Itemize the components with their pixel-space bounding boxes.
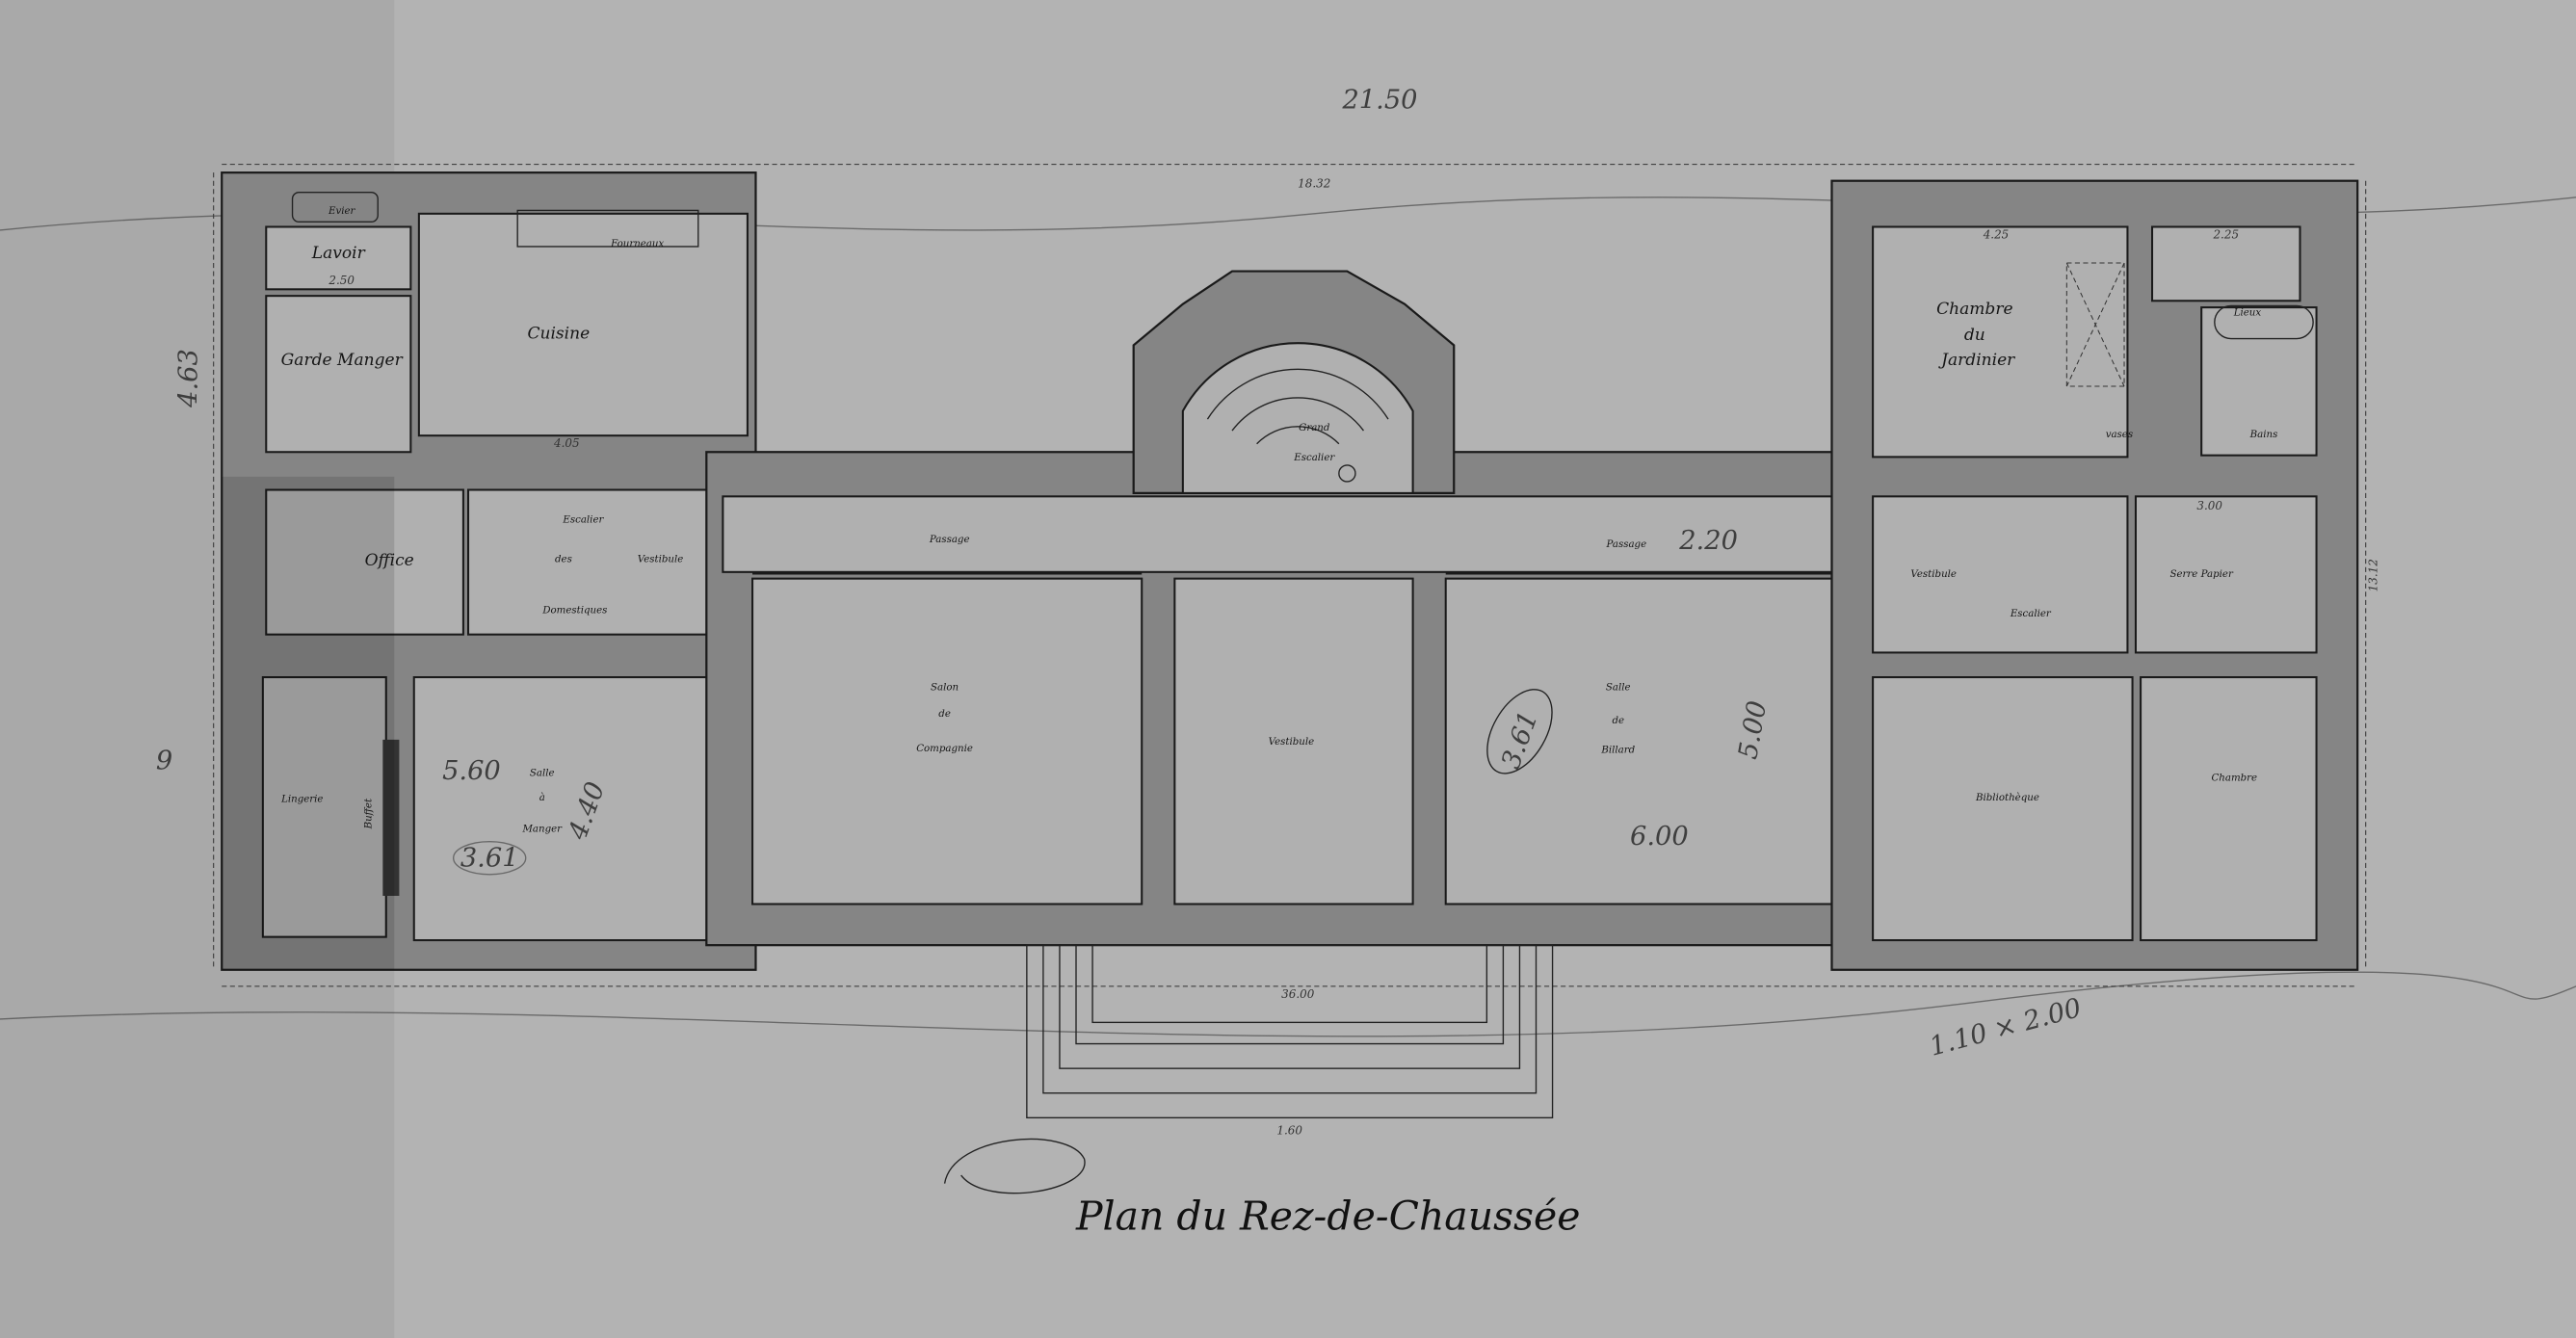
buffet-cabinet [382, 739, 400, 896]
label-bains: Bains [2249, 430, 2278, 440]
pencil-note-billard-width: 6.00 [1630, 822, 1689, 852]
label-vestibule-central: Vestibule [1269, 737, 1315, 748]
pencil-note-salle-width: 5.60 [442, 756, 501, 786]
pencil-note-passage: 2.20 [1678, 526, 1738, 556]
label-office: Office [365, 551, 414, 570]
label-billard-2: de [1612, 716, 1624, 726]
label-jardinier-1: Chambre [1936, 300, 2012, 319]
pencil-note-left-side: 4.63 [174, 349, 204, 408]
room-vestibule-central [1173, 577, 1414, 905]
room-escalier-domestiques [467, 488, 724, 636]
bathtub [2214, 304, 2314, 340]
dimension-steps-width: 36.00 [1281, 987, 1315, 1001]
label-serre-papier: Serre Papier [2170, 569, 2234, 580]
label-passage-left: Passage [929, 535, 970, 545]
room-serre-papier [2134, 495, 2318, 654]
label-lingerie: Lingerie [280, 795, 323, 805]
closet-cross [2065, 262, 2125, 387]
entrance-steps [1026, 944, 1554, 1119]
label-escalier-domestiques-1: Escalier [562, 515, 604, 526]
staircase-steps [1206, 368, 1389, 445]
central-body [705, 270, 1875, 947]
room-vestibule-escalier [1872, 495, 2129, 654]
dimension-serre-width: 3.00 [2196, 499, 2222, 512]
label-salle-a-manger-2: à [539, 792, 545, 803]
dimension-overall-width: 18.32 [1298, 177, 1330, 191]
pencil-note-top: 21.50 [1341, 86, 1417, 116]
plan-title: Plan du Rez-de-Chaussée [1075, 1193, 1580, 1239]
pencil-note-left-9: 9 [156, 747, 172, 776]
room-office [265, 488, 464, 636]
label-evier: Evier [328, 206, 356, 217]
right-wing [1830, 179, 2359, 971]
label-salon-1: Salon [931, 683, 959, 694]
pencil-oval-billard [1486, 689, 1553, 774]
label-billard-1: Salle [1606, 683, 1631, 694]
pencil-note-salle-oval: 3.61 [460, 843, 519, 873]
title-flourish [943, 1138, 1086, 1194]
label-lieux: Lieux [2233, 308, 2262, 319]
grand-staircase [1181, 342, 1414, 494]
label-jardinier-3: Jardinier [1938, 351, 2015, 370]
label-grand-escalier-1: Grand [1299, 423, 1330, 433]
label-passage-right: Passage [1605, 539, 1646, 550]
label-salle-a-manger-3: Manger [521, 824, 563, 834]
label-salon-2: de [938, 709, 951, 720]
room-cuisine [417, 212, 749, 437]
dimension-lieux-width: 2.25 [2212, 227, 2239, 241]
room-bibliotheque [1872, 676, 2134, 942]
left-wing [221, 171, 757, 971]
dimension-cuisine-width: 4.05 [553, 436, 580, 450]
wall-shadow [222, 476, 395, 970]
label-escalier-domestiques-3: Domestiques [541, 605, 607, 616]
pencil-oval-salle [452, 840, 527, 876]
label-jardinier-2: du [1964, 326, 1985, 345]
room-garde-manger [265, 295, 412, 454]
room-bains [2200, 306, 2318, 457]
label-grand-escalier-2: Escalier [1293, 453, 1335, 463]
dimension-jardinier-width: 4.25 [1983, 227, 2010, 241]
label-garde-manger: Garde Manger [281, 351, 404, 370]
label-escalier-right: Escalier [2010, 609, 2052, 619]
label-salle-a-manger-1: Salle [530, 768, 555, 778]
closet-crossed [2065, 262, 2125, 387]
dimension-right-height: 13.12 [2367, 559, 2380, 591]
paper-crease [0, 971, 2576, 1037]
label-bibliotheque: Bibliothèque [1975, 792, 2039, 803]
label-vestibule-service: Vestibule [638, 555, 684, 565]
dimension-steps-depth: 1.60 [1276, 1123, 1302, 1137]
evier-basin [291, 191, 379, 223]
room-chambre [2140, 676, 2318, 942]
label-salon-3: Compagnie [916, 744, 973, 754]
fourneaux-stove [516, 209, 699, 248]
room-lieux [2150, 225, 2301, 302]
room-salon-de-compagnie [751, 577, 1143, 905]
label-vestibule-right: Vestibule [1910, 569, 1957, 580]
label-chambre: Chambre [2211, 774, 2257, 784]
label-lavoir: Lavoir [311, 244, 366, 263]
dimension-lavoir-width: 2.50 [328, 274, 355, 287]
room-chambre-du-jardinier [1872, 225, 2129, 459]
room-salle-a-manger [412, 676, 711, 942]
label-buffet: Buffet [363, 798, 374, 829]
label-billard-3: Billard [1600, 746, 1635, 756]
room-lavoir [265, 225, 412, 291]
label-fourneaux: Fourneaux [610, 239, 664, 249]
staircase-newel [1338, 464, 1356, 483]
label-vases: vases [2106, 430, 2133, 440]
room-lingerie [261, 676, 387, 938]
room-passage [722, 495, 1858, 573]
label-escalier-domestiques-2: des [555, 555, 572, 565]
room-salle-de-billard [1444, 577, 1833, 905]
label-cuisine: Cuisine [527, 325, 590, 344]
